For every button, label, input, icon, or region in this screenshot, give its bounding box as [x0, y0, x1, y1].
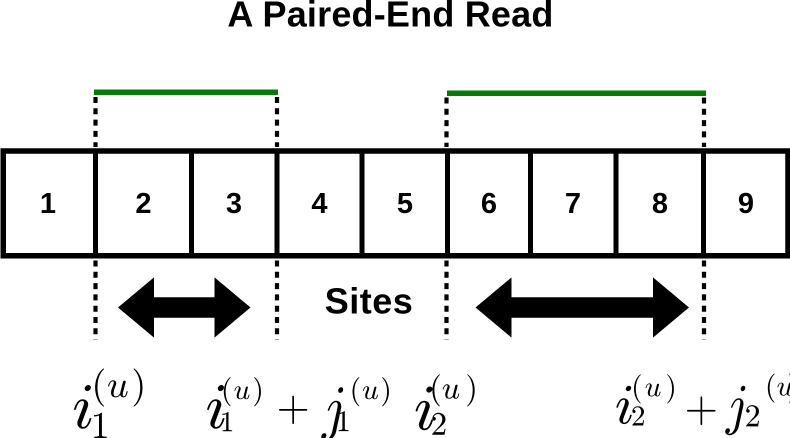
svg-text:A Paired-End Read: A Paired-End Read — [227, 0, 553, 35]
svg-text:4: 4 — [311, 188, 327, 220]
svg-text:Sites: Sites — [325, 281, 414, 322]
svg-text:1: 1 — [40, 188, 56, 220]
svg-text:7: 7 — [565, 188, 581, 220]
svg-text:6: 6 — [481, 188, 497, 220]
svg-text:5: 5 — [397, 188, 413, 220]
svg-text:2: 2 — [135, 188, 151, 220]
svg-text:3: 3 — [226, 188, 242, 220]
svg-text:9: 9 — [738, 188, 754, 220]
svg-text:8: 8 — [652, 188, 668, 220]
